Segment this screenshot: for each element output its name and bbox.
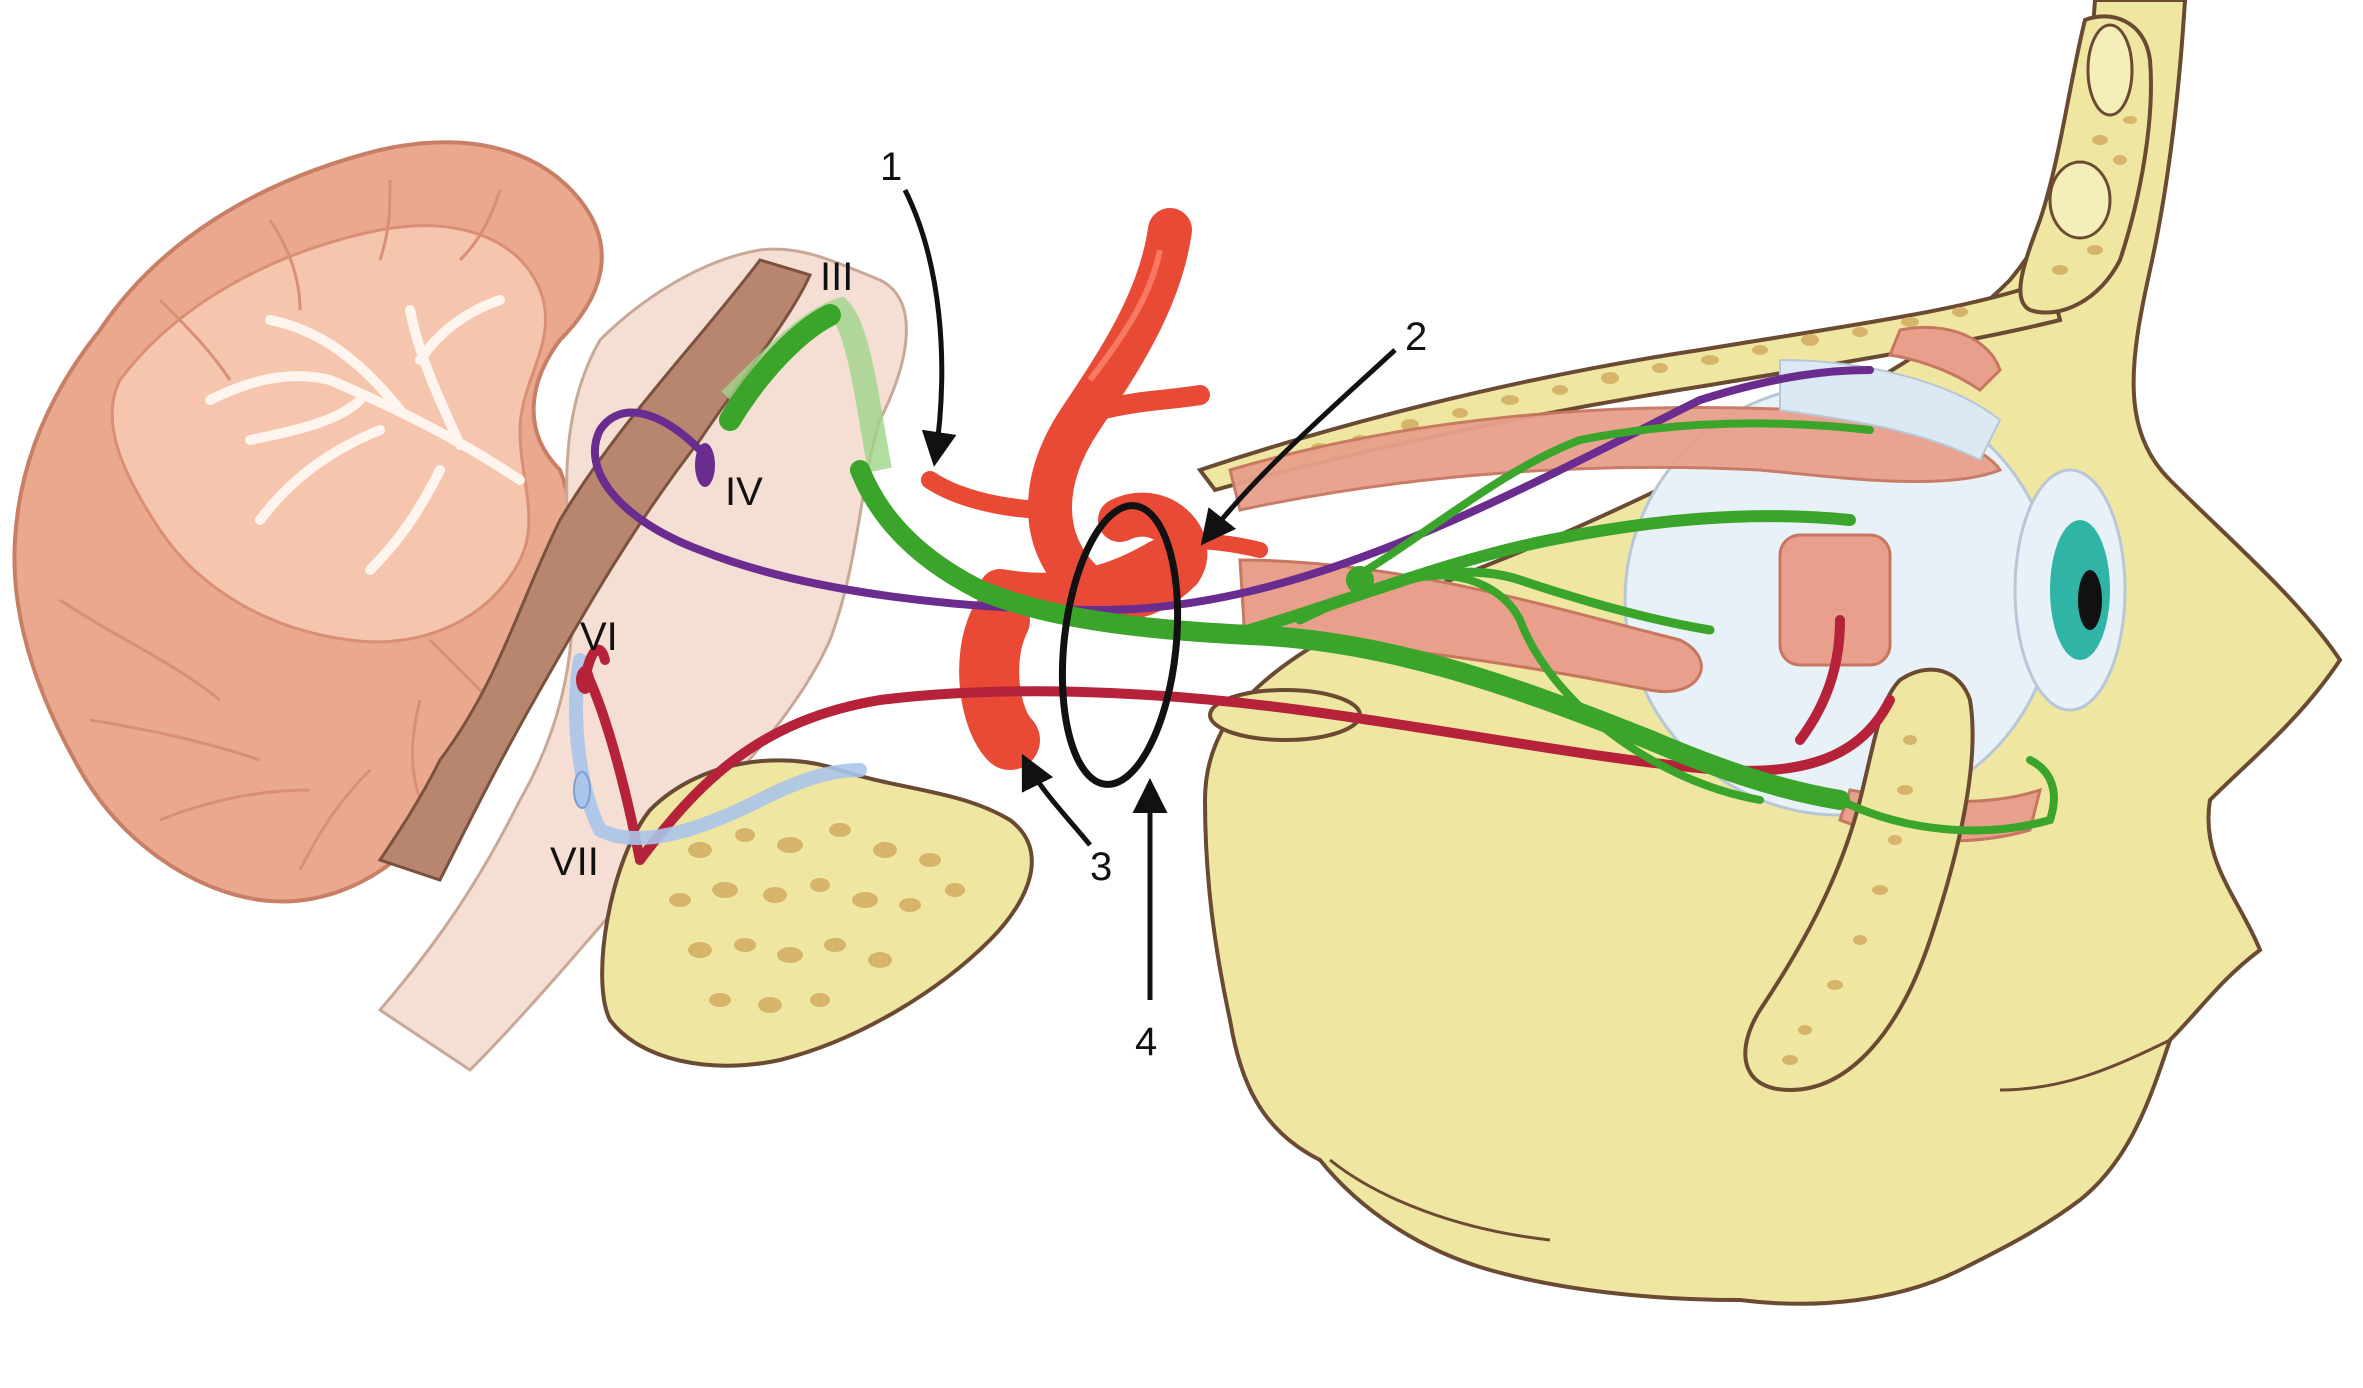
label-callout-3: 3 <box>1090 845 1112 889</box>
label-callout-2: 2 <box>1405 315 1427 359</box>
label-callout-4: 4 <box>1135 1020 1157 1064</box>
label-callout-1: 1 <box>880 145 902 189</box>
arrow-2 <box>1200 348 1397 546</box>
cerebellum <box>12 140 604 904</box>
label-cn3: III <box>820 255 853 299</box>
arrow-1 <box>902 188 957 467</box>
frontal-sinus-bone <box>2018 14 2153 315</box>
arrow-3 <box>1021 753 1092 847</box>
nerve-cn3 <box>719 296 2058 835</box>
petrous-bone <box>600 758 1034 1068</box>
cavernous-sinus-outline <box>1058 502 1182 788</box>
label-cn6: VI <box>580 615 618 659</box>
nerve-cn7 <box>569 653 867 846</box>
label-cn7: VII <box>550 840 599 884</box>
label-cn4: IV <box>725 470 763 514</box>
